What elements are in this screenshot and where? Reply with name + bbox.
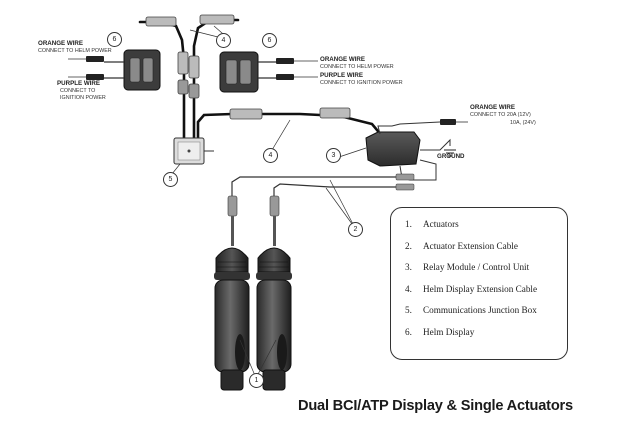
right-orange-wire-label: ORANGE WIRE [320,56,366,63]
legend-item-number: 6. [405,326,412,337]
legend-item-number: 2. [405,240,412,251]
legend-item: 1. Actuators [405,218,567,240]
legend-item-number: 3. [405,262,412,273]
actuator-left [214,195,250,391]
left-orange-wire-label: ORANGE WIRE [38,40,84,47]
callout-relay-module: 3 [326,148,341,163]
callout-helm-display-right: 6 [262,33,277,48]
callout-actuators: 1 [249,373,264,388]
left-purple-wire-label: PURPLE WIRE [57,80,100,87]
legend-item-text: Actuators [423,219,459,229]
legend-item-number: 1. [405,219,412,229]
callout-helm-cable: 4 [263,148,278,163]
power-orange-wire-note-1: CONNECT TO 20A (12V) [470,112,531,118]
callout-junction-box: 5 [163,172,178,187]
left-purple-wire-note-1: CONNECT TO [60,88,96,94]
right-orange-wire-note: CONNECT TO HELM POWER [320,64,394,70]
legend-item: 4. Helm Display Extension Cable [405,283,567,305]
legend-item-text: Communications Junction Box [423,305,537,316]
callout-display-cable: 4 [216,33,231,48]
callout-helm-display-left: 6 [107,32,122,47]
relay-module [365,119,468,191]
helm-display-left [68,49,161,91]
power-orange-wire-label: ORANGE WIRE [470,104,516,111]
legend-item: 2. Actuator Extension Cable [405,240,567,262]
left-orange-wire-note: CONNECT TO HELM POWER [38,48,112,54]
ground-label: GROUND [437,153,465,160]
legend-item: 6. Helm Display [405,326,567,348]
helm-display-right [219,51,318,93]
actuator-right [256,195,292,391]
legend-item-text: Helm Display [423,326,475,337]
legend-item: 5. Communications Junction Box [405,304,567,326]
power-orange-wire-note-2: 10A, (24V) [510,120,536,126]
legend-box: 1. Actuators 2. Actuator Extension Cable 3… [390,207,568,360]
legend-item-number: 5. [405,305,412,316]
legend-item-text: Helm Display Extension Cable [423,283,538,294]
left-purple-wire-note-2: IGNITION POWER [60,95,106,101]
legend-item-text: Actuator Extension Cable [423,240,518,251]
wire-connectors [145,14,351,120]
junction-box [173,137,214,165]
legend-list: 1. Actuators 2. Actuator Extension Cable 3… [391,208,567,348]
diagram-title: Dual BCI/ATP Display & Single Actuators [298,398,573,414]
callout-extension-cable: 2 [348,222,363,237]
legend-item-number: 4. [405,283,412,294]
right-purple-wire-note: CONNECT TO IGNITION POWER [320,80,403,86]
right-purple-wire-label: PURPLE WIRE [320,72,363,79]
legend-item: 3. Relay Module / Control Unit [405,261,567,283]
legend-item-text: Relay Module / Control Unit [423,262,530,273]
actuator-extension-cables [231,176,396,200]
